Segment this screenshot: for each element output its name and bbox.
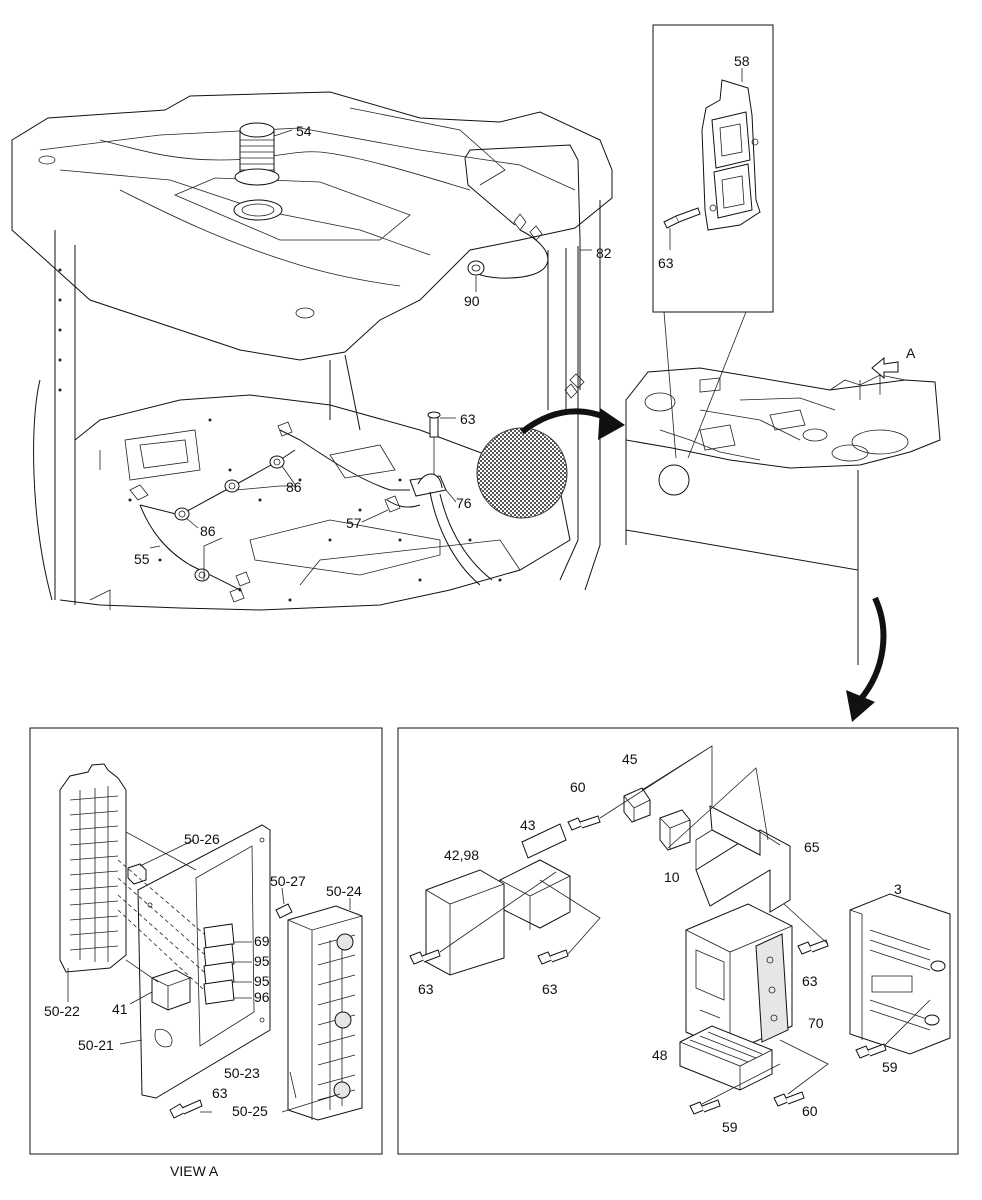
screw-50-27: [275, 903, 293, 919]
relay-45: [623, 787, 651, 823]
callout-55: 55: [134, 551, 150, 567]
bracket-65: [695, 805, 791, 913]
console-panel-illustration: [625, 367, 941, 665]
callout-50-21: 50-21: [78, 1037, 114, 1053]
mounting-plate-50-21: [137, 824, 271, 1099]
wire-harness-55-57: [129, 421, 421, 603]
callout-labels: 54 82 90 63 86 86 76 57 55 58 63 A 50-26…: [44, 53, 916, 1179]
detail-magnifier: [476, 408, 625, 519]
callout-58: 58: [734, 53, 750, 69]
callout-65: 65: [804, 839, 820, 855]
callout-48: 48: [652, 1047, 668, 1063]
curved-arrow-down: [846, 596, 887, 722]
callout-63-inset: 63: [658, 255, 674, 271]
callout-50-24: 50-24: [326, 883, 362, 899]
relay-10: [659, 809, 691, 851]
callout-50-26: 50-26: [184, 831, 220, 847]
callout-3: 3: [894, 881, 902, 897]
view-a-dashed-leaders: [117, 831, 205, 991]
callout-42-98: 42,98: [444, 847, 479, 863]
callout-63-right-c: 63: [802, 973, 818, 989]
callout-96: 96: [254, 989, 270, 1005]
cover-42-98: [425, 869, 505, 976]
callout-76: 76: [456, 495, 472, 511]
bolt-63-and-clamp-76: [384, 411, 493, 586]
cab-frame-illustration: [11, 91, 613, 611]
fuse-block-50-22: [59, 763, 127, 973]
callout-63-view-a: 63: [212, 1085, 228, 1101]
controller-cover-3: [849, 893, 951, 1055]
inset-bolt-63: [663, 207, 701, 229]
right-leader-lines: [439, 745, 931, 1105]
view-a-bolt-63: [169, 1099, 203, 1119]
callout-70: 70: [808, 1015, 824, 1031]
callout-95-a: 95: [254, 953, 270, 969]
callout-50-22: 50-22: [44, 1003, 80, 1019]
relays-69-95-96: [203, 923, 235, 1005]
bracket-43: [499, 823, 571, 930]
callout-63-right-b: 63: [542, 981, 558, 997]
callout-69: 69: [254, 933, 270, 949]
callout-86-lower: 86: [200, 523, 216, 539]
callout-95-b: 95: [254, 973, 270, 989]
fuse-box-50-23: [287, 905, 363, 1121]
callout-59-bottom: 59: [722, 1119, 738, 1135]
callout-50-25: 50-25: [232, 1103, 268, 1119]
callout-54: 54: [296, 123, 312, 139]
part-54-boot: [233, 122, 283, 221]
view-a-box: [29, 727, 383, 1155]
part-50-26-connector: [127, 863, 147, 885]
relay-41: [151, 969, 191, 1011]
module-48: [679, 1025, 773, 1091]
clamp-86-parts: [174, 455, 285, 582]
callout-43: 43: [520, 817, 536, 833]
detail-inset-box: [652, 24, 774, 496]
callout-45: 45: [622, 751, 638, 767]
callout-50-23: 50-23: [224, 1065, 260, 1081]
callout-41: 41: [112, 1001, 128, 1017]
callout-86-upper: 86: [286, 479, 302, 495]
callout-10: 10: [664, 869, 680, 885]
main-leader-lines: [67, 68, 743, 1113]
callout-59-right: 59: [882, 1059, 898, 1075]
callout-63-main: 63: [460, 411, 476, 427]
callout-63-right-a: 63: [418, 981, 434, 997]
callout-60-bottom: 60: [802, 1103, 818, 1119]
view-a-arrow-label: A: [906, 345, 916, 361]
callout-50-27: 50-27: [270, 873, 306, 889]
controller-70: [685, 903, 793, 1053]
callout-90: 90: [464, 293, 480, 309]
right-exploded-box: [397, 727, 959, 1155]
view-a-direction-arrow: [871, 356, 899, 380]
part-58-relay-bracket: [701, 79, 761, 231]
callout-82: 82: [596, 245, 612, 261]
right-screws: [409, 815, 887, 1115]
part-90-grommet: [467, 260, 485, 276]
callout-60-top: 60: [570, 779, 586, 795]
callout-57: 57: [346, 515, 362, 531]
view-a-caption: VIEW A: [170, 1163, 219, 1179]
